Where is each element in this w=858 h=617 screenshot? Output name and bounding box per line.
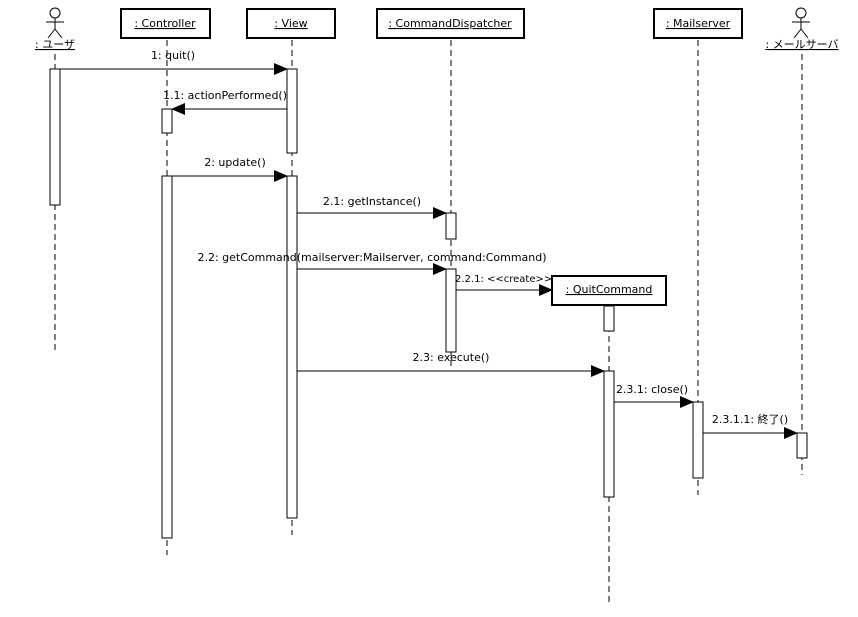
message-label: 1.1: actionPerformed() [163, 89, 287, 102]
participant-label: : Controller [134, 17, 196, 30]
message-label: 2: update() [204, 156, 266, 169]
message-label: 2.2.1: <<create>> [455, 274, 552, 285]
activation-dispatcher-1 [445, 212, 457, 240]
message-2-2: 2.2: getCommand(mailserver:Mailserver, c… [197, 251, 547, 275]
actor-user: : ユーザ [35, 7, 75, 51]
participant-box [376, 8, 525, 39]
message-1-1: 1.1: actionPerformed() [163, 89, 287, 115]
participant-label: : CommandDispatcher [388, 17, 512, 30]
activation-view-1 [286, 68, 298, 154]
actor-mailserver: : メールサーバ [765, 7, 839, 51]
stick-figure-icon [46, 7, 64, 39]
message-label: 2.3.1: close() [616, 383, 688, 396]
participant-mailserver: : Mailserver [653, 8, 743, 39]
participant-quitcommand: : QuitCommand [551, 275, 667, 306]
participant-label: : Mailserver [666, 17, 731, 30]
message-label: 2.1: getInstance() [323, 195, 421, 208]
participant-command-dispatcher: : CommandDispatcher [376, 8, 525, 39]
activation-quitcommand-2 [603, 370, 615, 498]
message-2-2-1: 2.2.1: <<create>> [455, 274, 553, 296]
message-2: 2: update() [172, 156, 288, 182]
activation-dispatcher-2 [445, 268, 457, 353]
activation-user [49, 68, 61, 206]
activation-controller-2 [161, 175, 173, 539]
message-2-3: 2.3: execute() [297, 351, 605, 377]
message-2-3-1: 2.3.1: close() [614, 383, 694, 408]
participant-label: : ユーザ [35, 38, 75, 51]
participant-controller: : Controller [120, 8, 211, 39]
participant-label: : View [274, 17, 307, 30]
message-2-3-1-1: 2.3.1.1: 終了() [703, 412, 798, 439]
activation-view-2 [286, 175, 298, 519]
activation-quitcommand-1 [603, 305, 615, 332]
message-2-1: 2.1: getInstance() [297, 195, 447, 219]
participant-label: : メールサーバ [765, 38, 838, 51]
message-label: 2.3: execute() [413, 351, 490, 364]
participant-box [653, 8, 743, 39]
participant-box [246, 8, 336, 39]
participant-box [120, 8, 211, 39]
activation-mailserver [692, 401, 704, 479]
activation-mailserver-actor [796, 432, 808, 459]
participant-view: : View [246, 8, 336, 39]
message-1: 1: quit() [60, 49, 288, 75]
participant-label: : QuitCommand [566, 283, 653, 296]
activation-controller-1 [161, 108, 173, 134]
message-label: 2.2: getCommand(mailserver:Mailserver, c… [197, 251, 546, 264]
stick-figure-icon [792, 7, 810, 39]
message-label: 1: quit() [151, 49, 195, 62]
message-label: 2.3.1.1: 終了() [712, 412, 788, 426]
activations [49, 68, 808, 539]
